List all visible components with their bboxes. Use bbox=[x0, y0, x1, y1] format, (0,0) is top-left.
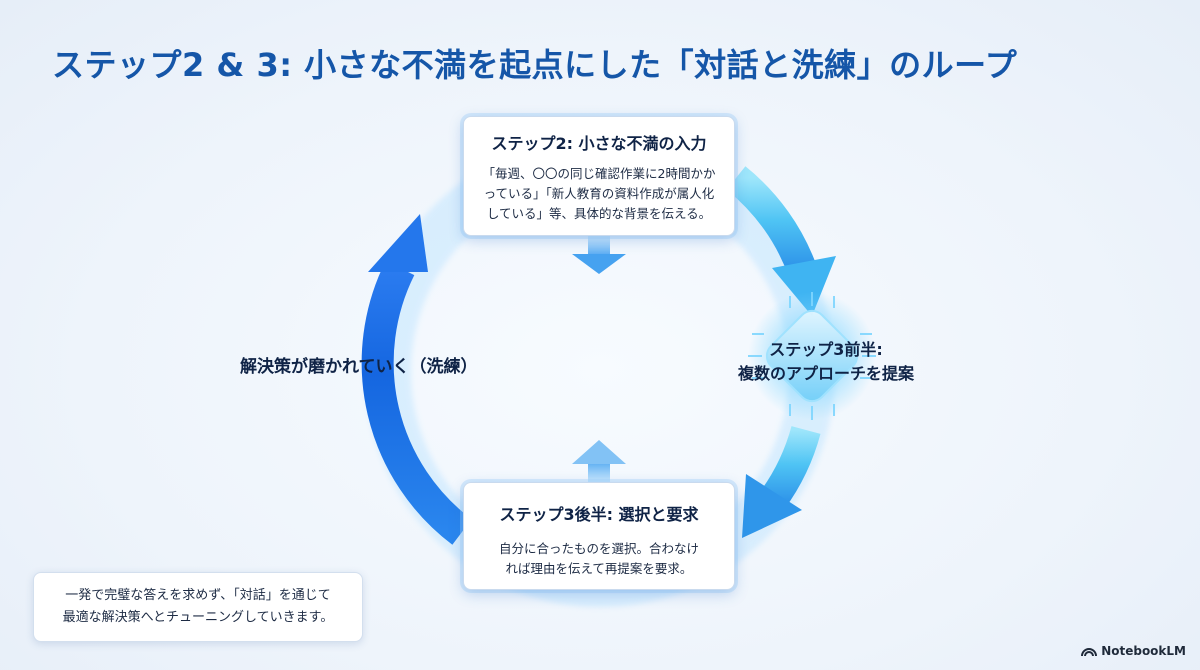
step2-body: 「毎週、〇〇の同じ確認作業に2時間かか っている」「新人教育の資料作成が属人化 … bbox=[476, 164, 722, 224]
step3-second-half-title: ステップ3後半: 選択と要求 bbox=[499, 505, 699, 524]
step3-second-half-card: ステップ3後半: 選択と要求 自分に合ったものを選択。合わなけ れば理由を伝えて… bbox=[463, 482, 735, 590]
step3-second-half-body: 自分に合ったものを選択。合わなけ れば理由を伝えて再提案を要求。 bbox=[476, 539, 722, 579]
step2-body-line: っている」「新人教育の資料作成が属人化 bbox=[483, 186, 715, 201]
note-box: 一発で完璧な答えを求めず、「対話」を通じて 最適な解決策へとチューニングしていき… bbox=[33, 572, 363, 642]
page-title: ステップ2 & 3: 小さな不満を起点にした「対話と洗練」のループ bbox=[52, 46, 1018, 84]
chip-icon bbox=[748, 292, 876, 420]
up-arrow bbox=[572, 440, 626, 484]
refine-label: 解決策が磨かれていく（洗練） bbox=[240, 357, 478, 377]
down-arrow bbox=[572, 236, 626, 274]
cycle-arrowhead-right-lower bbox=[742, 474, 802, 538]
note-line: 一発で完璧な答えを求めず、「対話」を通じて bbox=[65, 588, 331, 603]
step3-first-half-label: ステップ3前半: 複数のアプローチを提案 bbox=[716, 338, 936, 386]
step3-second-half-body-line: 自分に合ったものを選択。合わなけ bbox=[498, 541, 699, 556]
step2-title: ステップ2: 小さな不満の入力 bbox=[491, 134, 707, 153]
cycle-arrow-right-upper bbox=[726, 166, 818, 278]
step3-second-half-body-line: れば理由を伝えて再提案を要求。 bbox=[505, 561, 693, 576]
cycle-arrow-left bbox=[361, 260, 472, 545]
note-line: 最適な解決策へとチューニングしていきます。 bbox=[62, 610, 334, 625]
cycle-arrowhead-right-upper bbox=[772, 256, 836, 316]
notebooklm-logo-icon bbox=[1081, 648, 1098, 657]
step2-card: ステップ2: 小さな不満の入力 「毎週、〇〇の同じ確認作業に2時間かか っている… bbox=[463, 116, 735, 236]
step3-first-half-line2: 複数のアプローチを提案 bbox=[737, 364, 914, 383]
cycle-arrowhead-left bbox=[368, 214, 428, 272]
step2-body-line: している」等、具体的な背景を伝える。 bbox=[486, 206, 712, 221]
brand-name: NotebookLM bbox=[1101, 644, 1186, 658]
step3-first-half-line1: ステップ3前半: bbox=[769, 340, 883, 359]
brand-mark: NotebookLM bbox=[1081, 644, 1186, 658]
step2-body-line: 「毎週、〇〇の同じ確認作業に2時間かか bbox=[482, 166, 716, 181]
